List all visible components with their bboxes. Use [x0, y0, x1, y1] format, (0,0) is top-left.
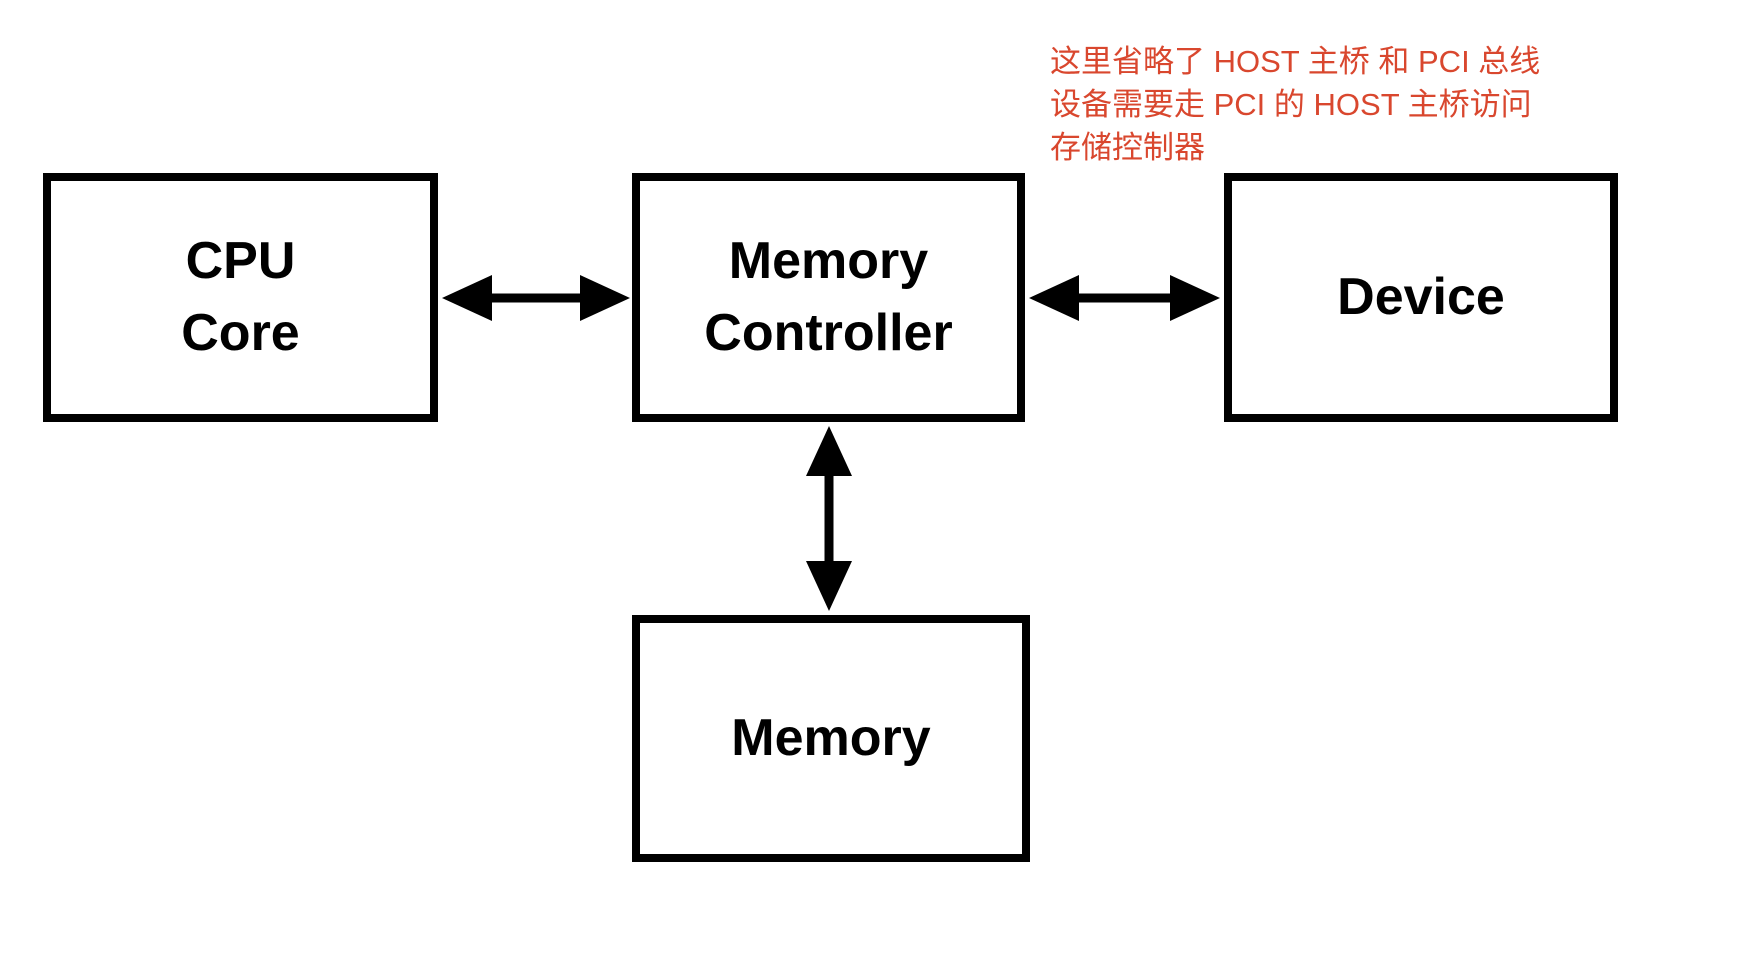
arrow-cpu-to-memory-controller-icon	[442, 275, 630, 321]
annotation-line-3: 存储控制器	[1050, 130, 1205, 165]
arrow-memory-controller-to-device-icon	[1029, 275, 1220, 321]
node-memory-controller: Memory Controller	[632, 173, 1025, 422]
annotation-line-2: 设备需要走 PCI 的 HOST 主桥访问	[1050, 87, 1532, 122]
node-memory-controller-label: Memory Controller	[704, 231, 953, 362]
annotation-note: 这里省略了 HOST 主桥 和 PCI 总线 设备需要走 PCI 的 HOST …	[1050, 40, 1540, 169]
node-cpu-core-label: CPU Core	[181, 231, 300, 362]
node-memory-label: Memory	[731, 708, 931, 767]
annotation-line-1: 这里省略了 HOST 主桥 和 PCI 总线	[1050, 44, 1541, 79]
arrow-memory-controller-to-memory-icon	[806, 426, 852, 611]
node-cpu-core: CPU Core	[43, 173, 438, 422]
node-device-label: Device	[1337, 267, 1505, 326]
node-memory: Memory	[632, 615, 1030, 862]
node-device: Device	[1224, 173, 1618, 422]
